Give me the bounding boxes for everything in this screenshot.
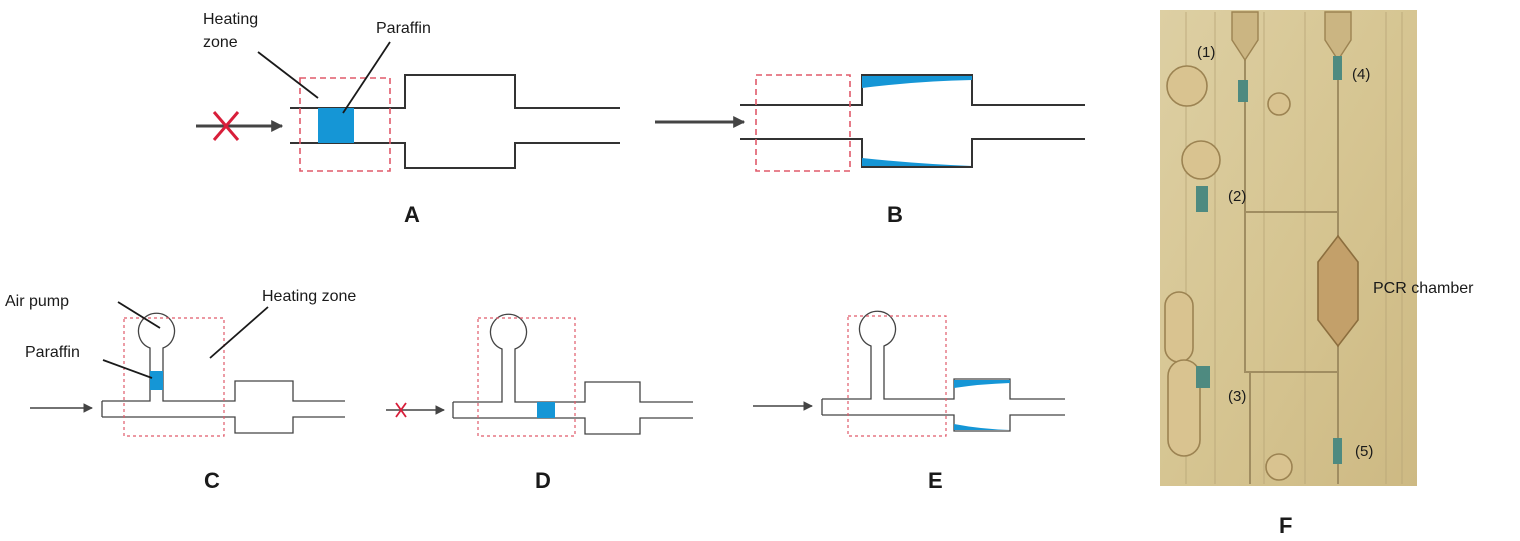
heating-zone-leader-c <box>209 306 269 359</box>
chip-photo-pcr-chamber <box>1317 234 1359 348</box>
photo-marker-2: (2) <box>1228 188 1246 205</box>
chip-photo-valves <box>1196 56 1342 464</box>
chip-photo-funnels <box>1231 11 1352 62</box>
channel-top-wall-d <box>453 313 693 403</box>
panel-a-diagram: Heating zone Paraffin A <box>196 11 620 227</box>
heating-zone-label-a-line1: Heating <box>203 11 258 28</box>
chip-photo-channels <box>1244 60 1339 484</box>
panel-d-diagram: D <box>386 313 693 493</box>
air-pump-leader-c <box>117 301 161 329</box>
photo-marker-1: (1) <box>1197 44 1215 61</box>
heating-zone-box-d <box>477 317 576 437</box>
blocked-x-mark-a <box>212 111 240 141</box>
channel-top-wall-e <box>822 310 1065 400</box>
paraffin-residue-top-e <box>954 380 1010 388</box>
heating-zone-box-b <box>755 74 851 172</box>
photo-marker-4: (4) <box>1352 66 1370 83</box>
paraffin-label-a: Paraffin <box>376 20 431 37</box>
chip-photo-reservoirs <box>1164 65 1293 481</box>
panel-b-diagram: B <box>655 74 1085 227</box>
paraffin-residue-bottom-b <box>862 158 972 166</box>
heating-zone-leader-a <box>257 51 319 99</box>
panel-f-chip-photo: (1) (2) (3) (4) (5) PCR chamber F <box>1160 10 1474 538</box>
channel-bottom-wall-b <box>740 138 1085 168</box>
paraffin-label-c: Paraffin <box>25 344 80 361</box>
panel-e-diagram: E <box>753 310 1065 493</box>
photo-marker-5: (5) <box>1355 443 1373 460</box>
channel-bottom-wall-e <box>822 414 1065 432</box>
panel-label-f: F <box>1279 513 1292 538</box>
paraffin-residue-top-b <box>862 76 972 88</box>
channel-bottom-wall-a <box>290 142 620 169</box>
paraffin-residue-bottom-e <box>954 424 1010 430</box>
paraffin-leader-a <box>342 41 391 114</box>
channel-bottom-wall-c <box>102 416 345 434</box>
paraffin-plug-d <box>537 402 555 418</box>
panel-c-diagram: Air pump Paraffin Heating zone C <box>5 288 356 493</box>
channel-top-wall-c <box>102 312 345 402</box>
heating-zone-box-e <box>847 315 947 437</box>
heating-zone-label-c: Heating zone <box>262 288 356 305</box>
channel-bottom-wall-d <box>453 417 693 435</box>
heating-zone-box-a <box>299 77 391 172</box>
channel-top-wall-a <box>290 74 620 109</box>
panel-label-c: C <box>204 468 220 493</box>
blocked-x-mark-d <box>395 402 407 418</box>
paraffin-leader-c <box>102 359 153 379</box>
air-pump-label: Air pump <box>5 293 69 310</box>
panel-label-a: A <box>404 202 420 227</box>
paraffin-plug-a <box>318 108 354 143</box>
panel-label-e: E <box>928 468 943 493</box>
paraffin-plug-c <box>150 371 163 390</box>
channel-top-wall-b <box>740 74 1085 106</box>
panel-label-d: D <box>535 468 551 493</box>
photo-marker-3: (3) <box>1228 388 1246 405</box>
pcr-chamber-label: PCR chamber <box>1373 280 1474 297</box>
heating-zone-label-a-line2: zone <box>203 34 238 51</box>
panel-label-b: B <box>887 202 903 227</box>
heating-zone-box-c <box>123 317 225 437</box>
